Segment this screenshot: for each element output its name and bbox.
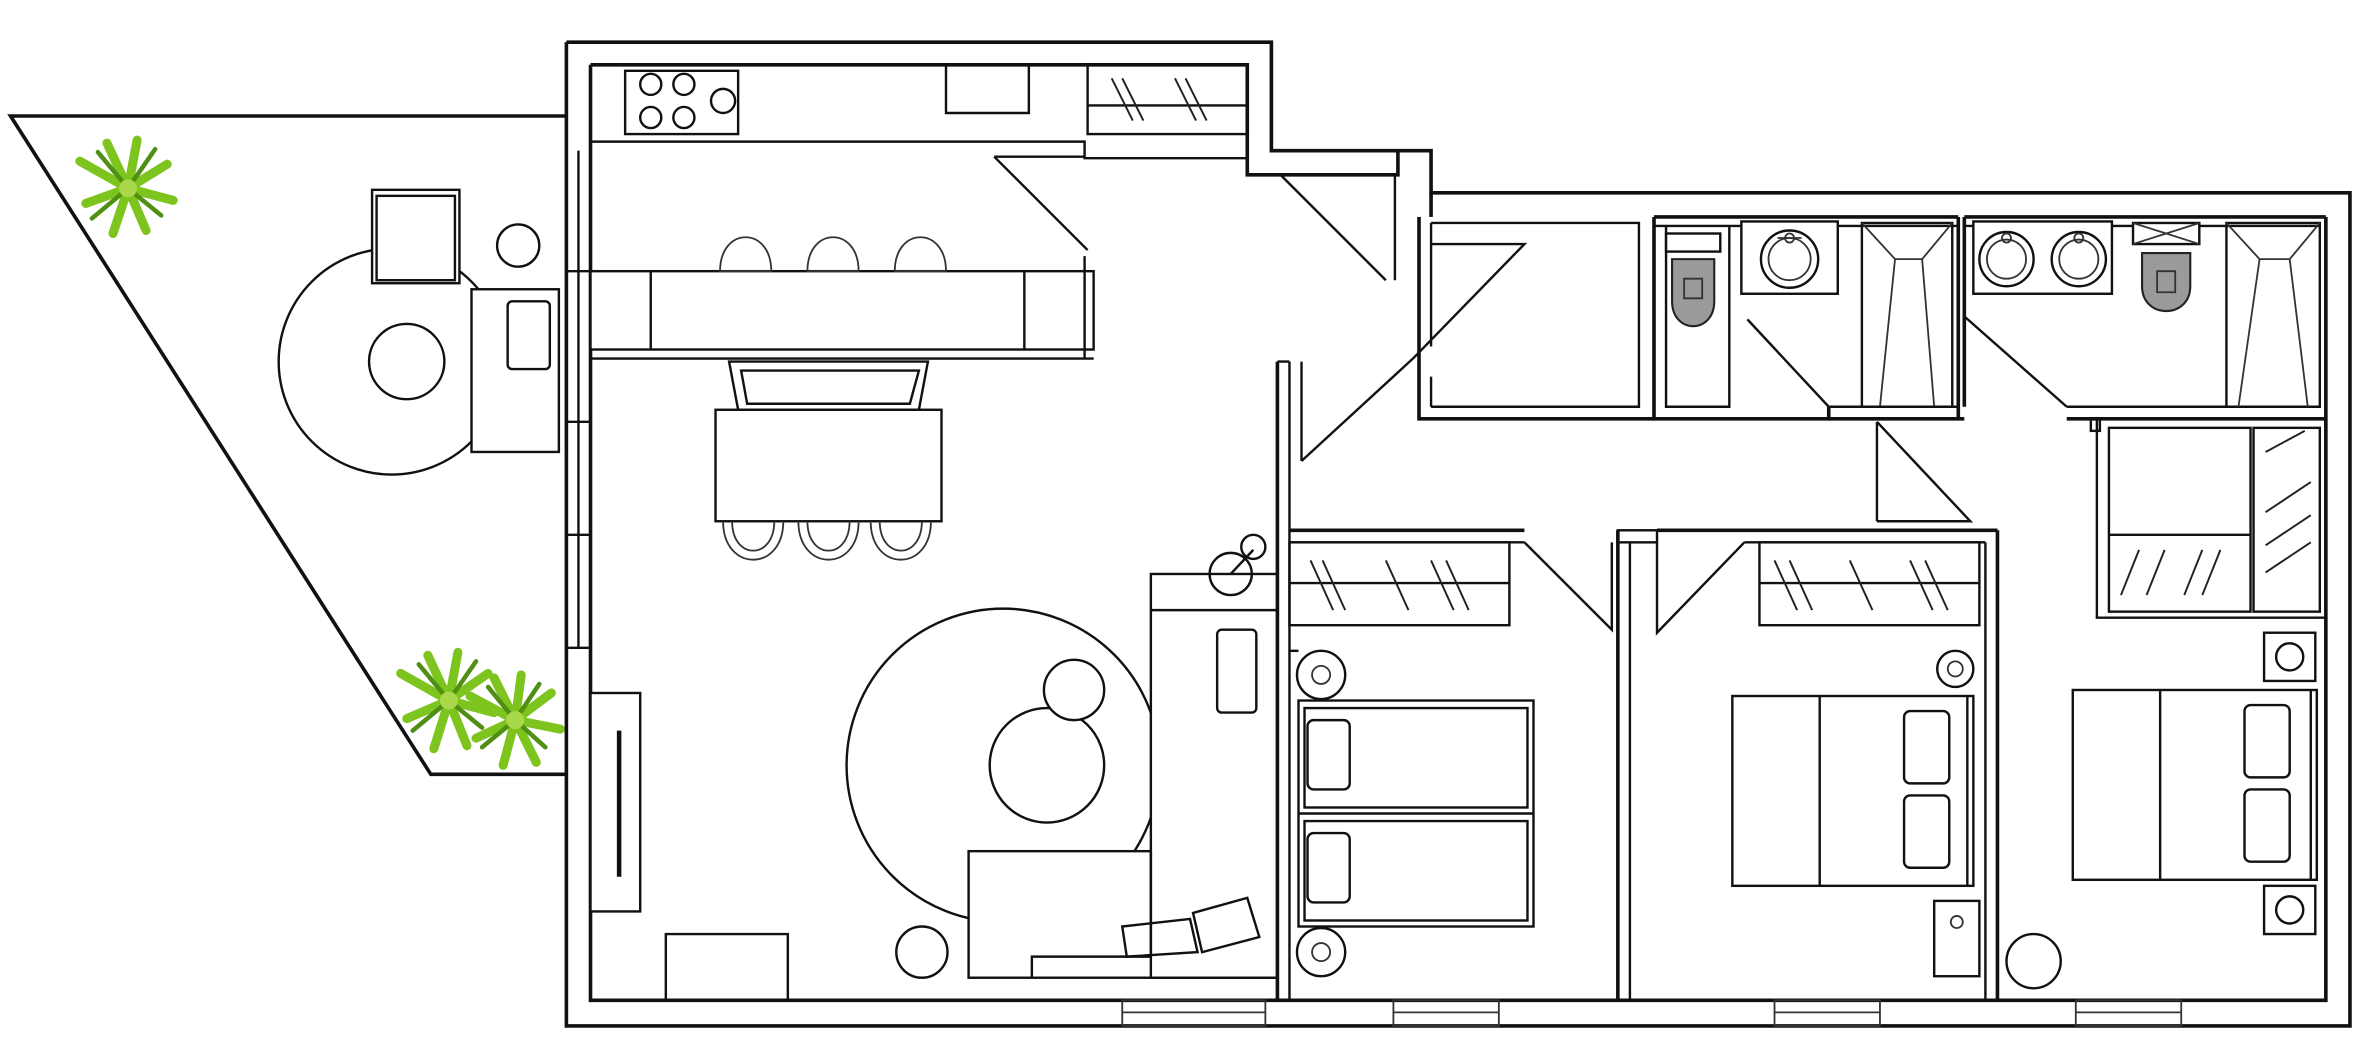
terrace-table: [367, 322, 446, 401]
hall-doors: [1279, 173, 1414, 462]
terrace-outline: [7, 114, 567, 777]
dining-chair: [797, 521, 860, 561]
bathroom-2: [1962, 215, 2326, 421]
terrace-chair: [370, 188, 461, 285]
toilet-tank: [1664, 232, 1722, 253]
bedroom-1: [1288, 528, 1659, 1001]
plant-icon: [465, 670, 565, 770]
dining-bench: [727, 360, 930, 411]
tv-unit: [589, 691, 642, 913]
utility-closet: [1412, 216, 1655, 421]
washbasin: [1740, 220, 1839, 295]
pillow: [2243, 703, 2291, 779]
floor-lamp: [1208, 551, 1254, 597]
terrace-side-table: [495, 223, 541, 268]
bedside-lamp: [1295, 649, 1347, 701]
side-table: [1042, 658, 1106, 722]
living-room: [589, 360, 1291, 1001]
terrace-lounger: [470, 288, 561, 454]
dining-chair: [869, 521, 932, 561]
bar-stool: [719, 236, 773, 273]
pantry: [1086, 63, 1249, 136]
dining: [714, 360, 943, 561]
pillow: [1902, 709, 1951, 785]
kitchen: [589, 63, 1249, 360]
bedroom-3: [2005, 417, 2326, 990]
cooktop: [623, 69, 740, 136]
cushion: [1191, 896, 1261, 954]
plant-pot: [895, 925, 949, 979]
terrace-cushion: [506, 300, 552, 371]
bedroom-2: [1655, 420, 2000, 1001]
bedside-lamp: [1295, 926, 1347, 978]
plant-icon: [75, 135, 178, 239]
bar-stool: [893, 236, 947, 273]
kitchen-island: [589, 269, 1095, 351]
sofa-chaise: [1149, 572, 1279, 979]
toilet-icon: [1671, 258, 1716, 328]
pillow: [2243, 788, 2291, 863]
bar-stool: [806, 236, 860, 273]
coffee-table: [988, 706, 1106, 824]
plant-icon: [396, 647, 499, 754]
shower: [1860, 221, 1954, 408]
nightstand: [2262, 884, 2317, 936]
dining-chair: [722, 521, 785, 561]
cushion: [1215, 628, 1258, 714]
terrace: [7, 114, 567, 777]
wardrobe: [2107, 426, 2252, 613]
pillow: [1306, 831, 1351, 904]
cushion: [1120, 917, 1200, 958]
pillow: [1902, 794, 1951, 869]
toilet-icon: [2141, 252, 2192, 312]
double-bed: [1731, 694, 1975, 888]
nightstand: [1932, 899, 1981, 978]
bathroom-1: [1652, 215, 1965, 421]
bedside-lamp: [1935, 649, 1975, 689]
shower: [2225, 221, 2322, 408]
double-bed: [2071, 688, 2319, 882]
pillow: [1306, 718, 1351, 791]
dining-table: [714, 408, 943, 523]
plant-pot: [2005, 932, 2062, 990]
nightstand: [2262, 631, 2317, 683]
